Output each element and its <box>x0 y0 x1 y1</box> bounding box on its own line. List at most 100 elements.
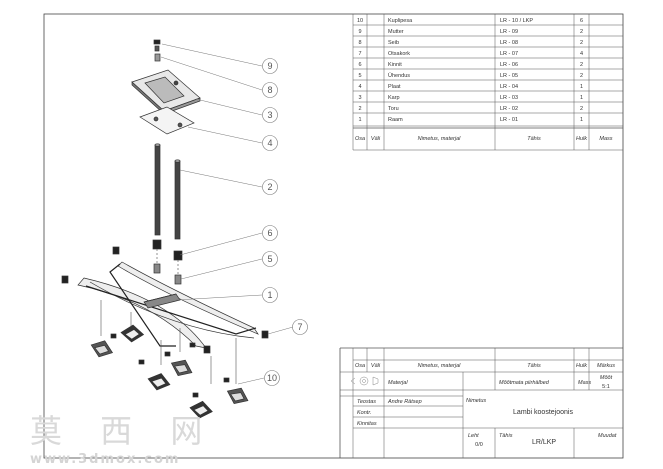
row-qty: 6 <box>580 18 583 24</box>
balloon-circle <box>262 179 278 195</box>
watermark-url: www.3dmox.com <box>30 452 180 467</box>
row-code: LR - 07 <box>500 51 518 57</box>
row-pos: 4 <box>358 84 361 90</box>
row-qty: 2 <box>580 73 583 79</box>
name-label: Nimetus <box>466 398 486 404</box>
balloon-label: 3 <box>267 110 272 120</box>
part-end-caps <box>61 246 269 354</box>
tb-header-name: Nimetus, materjal <box>418 363 462 369</box>
row-qty: 1 <box>580 117 583 123</box>
header-pos: Osa <box>355 136 365 142</box>
part-washer <box>154 53 161 62</box>
part-plate <box>139 106 195 135</box>
row-code: LR - 10 / LKP <box>500 18 533 24</box>
tolerance-label: Mõõtmata piirhälbed <box>499 380 550 386</box>
balloon-circle <box>262 58 278 74</box>
tb-header-count: Hulk <box>576 363 587 369</box>
balloon-callouts: 9 8 3 4 2 6 5 1 7 10 <box>262 58 308 386</box>
tb-header-qty: Väli <box>371 363 381 369</box>
row-pos: 2 <box>358 106 361 112</box>
note-label: Muudat <box>598 433 617 439</box>
row-name: Raam <box>388 117 403 123</box>
row-code: LR - 04 <box>500 84 518 90</box>
balloon-label: 9 <box>267 61 272 71</box>
balloon-label: 6 <box>267 228 272 238</box>
header-qty: Väli <box>371 136 381 142</box>
row-code: LR - 06 <box>500 62 518 68</box>
balloon-circle <box>262 287 278 303</box>
header-drawing: Tähis <box>527 136 541 142</box>
row-qty: 4 <box>580 51 583 57</box>
title-block-text: Osa Väli Nimetus, materjal Tähis Hulk Mä… <box>355 363 617 448</box>
row-code: LR - 03 <box>500 95 518 101</box>
drawn-by: Andre Rätsep <box>387 399 422 405</box>
row-name: Kuplipesa <box>388 18 413 24</box>
sheet-label: Leht <box>468 433 479 439</box>
checked-label: Kontr. <box>357 410 371 416</box>
scale-label: Mõõt <box>600 375 613 381</box>
watermark: 莫 西 网 www.3dmox.com <box>30 412 216 467</box>
balloon-label: 8 <box>267 85 272 95</box>
row-qty: 1 <box>580 95 583 101</box>
tb-header-drawing: Tähis <box>527 363 541 369</box>
row-pos: 9 <box>358 29 361 35</box>
row-qty: 1 <box>580 84 583 90</box>
header-count: Hulk <box>576 136 587 142</box>
drawing-frame <box>43 13 624 459</box>
tb-header-pos: Osa <box>355 363 365 369</box>
leader-lines <box>160 43 294 385</box>
row-code: LR - 02 <box>500 106 518 112</box>
row-name: Otsakork <box>388 51 410 57</box>
parts-list-header: Osa Väli Nimetus, materjal Tähis Hulk Ma… <box>355 136 613 142</box>
row-qty: 2 <box>580 40 583 46</box>
row-name: Kinnit <box>388 62 402 68</box>
drawn-label: Teostas <box>357 399 376 405</box>
balloon-circle <box>292 319 308 335</box>
part-box <box>131 69 201 115</box>
part-lamp-sockets <box>90 324 249 419</box>
watermark-chars: 莫 西 网 <box>30 412 216 450</box>
tb-header-note: Märkus <box>597 363 615 369</box>
balloon-label: 4 <box>267 138 272 148</box>
balloon-circle <box>262 251 278 267</box>
balloon-label: 10 <box>267 373 277 383</box>
projection-symbol <box>350 376 379 386</box>
part-frame <box>77 261 259 349</box>
row-pos: 8 <box>358 40 361 46</box>
row-pos: 7 <box>358 51 361 57</box>
part-fasteners <box>152 239 183 285</box>
row-name: Karp <box>388 95 400 101</box>
mass-label: Mass <box>578 380 591 386</box>
balloon-circle <box>264 370 280 386</box>
balloon-circle <box>262 107 278 123</box>
row-pos: 3 <box>358 95 361 101</box>
row-code: LR - 01 <box>500 117 518 123</box>
part-nut-top <box>153 39 161 52</box>
balloon-circle <box>262 82 278 98</box>
material-label: Materjal <box>388 380 408 386</box>
balloon-label: 2 <box>267 182 272 192</box>
row-code: LR - 09 <box>500 29 518 35</box>
header-name: Nimetus, materjal <box>418 136 462 142</box>
row-name: Seib <box>388 40 399 46</box>
balloon-label: 7 <box>297 322 302 332</box>
balloon-label: 5 <box>267 254 272 264</box>
balloon-label: 1 <box>267 290 272 300</box>
row-pos: 1 <box>358 117 361 123</box>
header-mass: Mass <box>599 136 612 142</box>
row-code: LR - 05 <box>500 73 518 79</box>
title-block-grid <box>339 347 623 458</box>
exploded-assembly <box>61 39 269 419</box>
drawing-name: Lambi koostejoonis <box>513 409 573 416</box>
row-code: LR - 08 <box>500 40 518 46</box>
row-pos: 6 <box>358 62 361 68</box>
row-pos: 5 <box>358 73 361 79</box>
balloon-circle <box>262 135 278 151</box>
code-label: Tähis <box>499 433 513 439</box>
drawing-code: LR/LKP <box>532 439 556 446</box>
sheet-value: 0/0 <box>475 442 483 448</box>
row-qty: 2 <box>580 62 583 68</box>
approved-label: Kinnitas <box>357 421 377 427</box>
